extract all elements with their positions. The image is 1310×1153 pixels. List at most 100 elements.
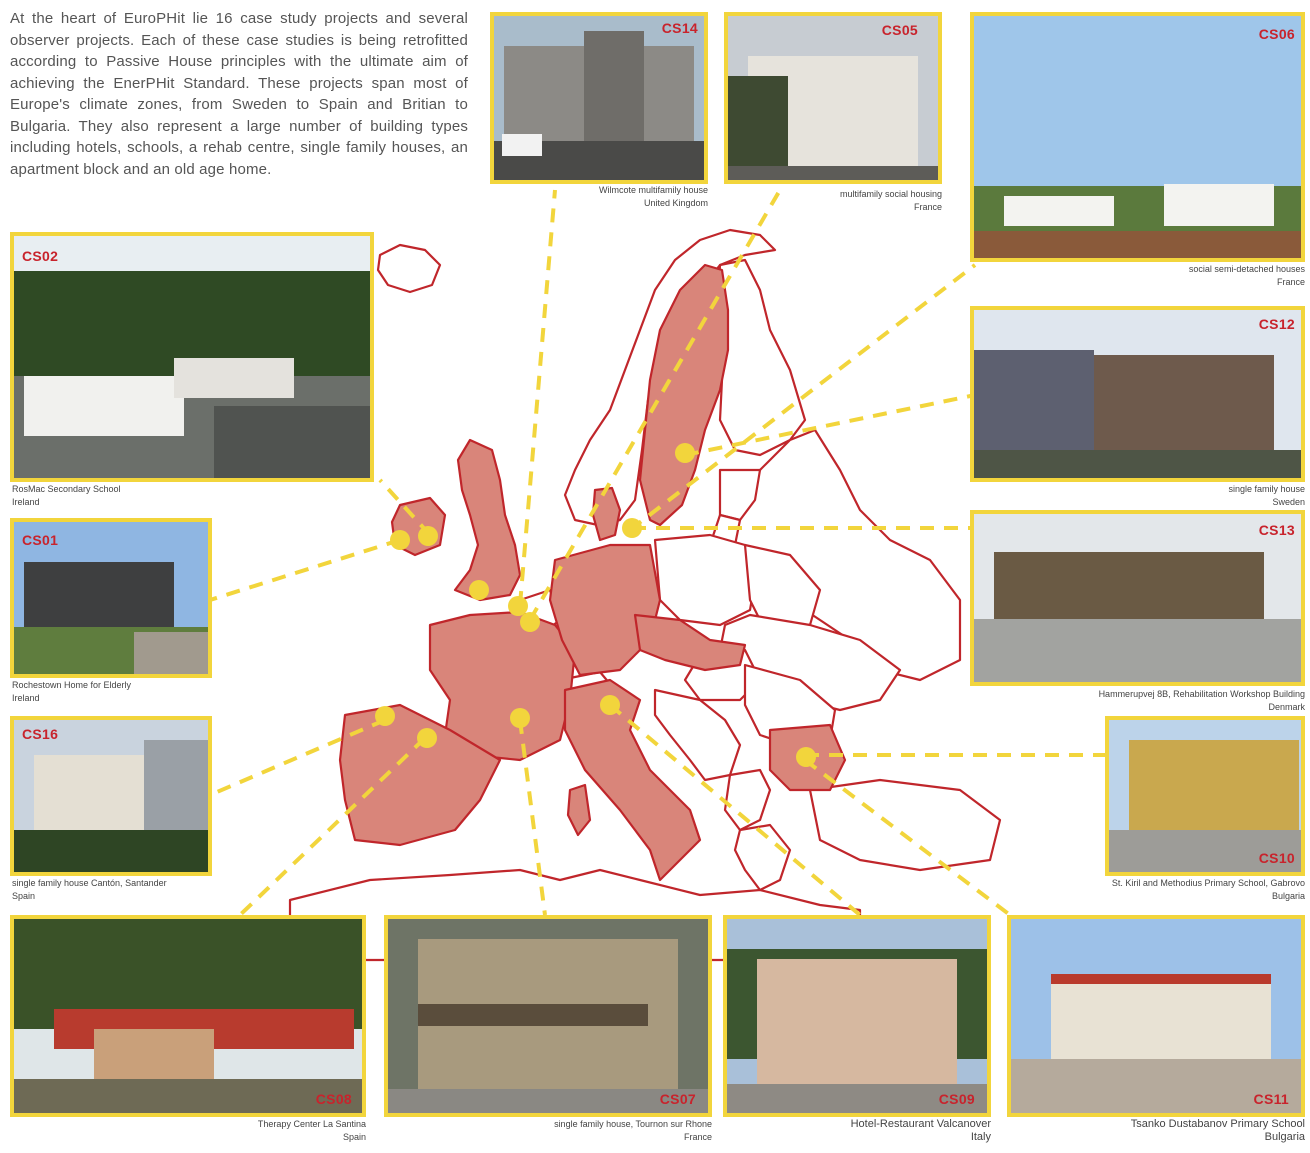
caption-cs05: multifamily social housing France xyxy=(724,188,942,214)
photo-cs01: CS01 xyxy=(10,518,212,678)
photo-cs06: CS06 xyxy=(970,12,1305,262)
caption-cs07: single family house, Tournon sur Rhone F… xyxy=(384,1118,712,1144)
caption-cs07-line2: France xyxy=(683,1132,712,1142)
marker-cs13 xyxy=(622,518,642,538)
code-cs07: CS07 xyxy=(659,1091,696,1107)
photo-cs08-image xyxy=(14,919,362,1113)
caption-cs07-line1: single family house, Tournon sur Rhone xyxy=(554,1119,712,1129)
code-cs02: CS02 xyxy=(22,248,59,264)
marker-cs08 xyxy=(417,728,437,748)
caption-cs01-line1: Rochestown Home for Elderly xyxy=(12,680,132,690)
caption-cs06-line2: France xyxy=(1276,277,1305,287)
photo-cs16-image xyxy=(14,720,208,872)
caption-cs13: Hammerupvej 8B, Rehabilitation Workshop … xyxy=(970,688,1305,714)
photo-cs06-image xyxy=(974,16,1301,258)
map-markers xyxy=(375,443,816,767)
code-cs13: CS13 xyxy=(1258,522,1295,538)
map-project-countries xyxy=(338,263,847,882)
photo-cs12: CS12 xyxy=(970,306,1305,482)
caption-cs06-line1: social semi-detached houses xyxy=(1188,264,1305,274)
code-cs11: CS11 xyxy=(1253,1091,1289,1107)
caption-cs11-line2: Bulgaria xyxy=(1264,1131,1305,1143)
caption-cs06: social semi-detached houses France xyxy=(970,263,1305,289)
marker-cs02 xyxy=(390,530,410,550)
country-uk xyxy=(453,438,522,602)
photo-cs07-image xyxy=(388,919,708,1113)
caption-cs11-line1: Tsanko Dustabanov Primary School xyxy=(1130,1118,1305,1130)
photo-cs07: CS07 xyxy=(384,915,712,1117)
caption-cs08-line2: Spain xyxy=(342,1132,366,1142)
country-germany xyxy=(548,543,662,677)
marker-cs10 xyxy=(796,747,816,767)
caption-cs12: single family house Sweden xyxy=(970,483,1305,509)
photo-cs11: CS11 xyxy=(1007,915,1305,1117)
photo-cs05-image xyxy=(728,16,938,180)
photo-cs01-image xyxy=(14,522,208,674)
caption-cs11: Tsanko Dustabanov Primary School Bulgari… xyxy=(1007,1118,1305,1144)
marker-cs06 xyxy=(520,612,540,632)
marker-cs16 xyxy=(375,706,395,726)
marker-cs14 xyxy=(469,580,489,600)
caption-cs13-line1: Hammerupvej 8B, Rehabilitation Workshop … xyxy=(1098,689,1305,699)
code-cs16: CS16 xyxy=(22,726,59,742)
caption-cs10-line1: St. Kiril and Methodius Primary School, … xyxy=(1111,878,1305,888)
code-cs08: CS08 xyxy=(315,1091,352,1107)
caption-cs02-line1: RosMac Secondary School xyxy=(12,484,121,494)
photo-cs02-image xyxy=(14,236,370,478)
caption-cs10: St. Kiril and Methodius Primary School, … xyxy=(1010,877,1305,903)
photo-cs10: CS10 xyxy=(1105,716,1305,876)
country-denmark xyxy=(591,486,622,542)
photo-cs10-image xyxy=(1109,720,1301,872)
caption-cs08: Therapy Center La Santina Spain xyxy=(10,1118,366,1144)
code-cs01: CS01 xyxy=(22,532,59,548)
photo-cs08: CS08 xyxy=(10,915,366,1117)
photo-cs05: CS05 xyxy=(724,12,942,184)
code-cs12: CS12 xyxy=(1258,316,1295,332)
caption-cs14-line2: United Kingdom xyxy=(643,198,708,208)
caption-cs08-line1: Therapy Center La Santina xyxy=(257,1119,366,1129)
caption-cs16: single family house Cantón, Santander Sp… xyxy=(12,877,222,903)
caption-cs09-line2: Italy xyxy=(970,1131,991,1143)
map-connector-lines xyxy=(209,188,1105,917)
code-cs14: CS14 xyxy=(661,20,698,36)
country-central xyxy=(633,613,747,672)
photo-cs13-image xyxy=(974,514,1301,682)
photo-cs12-image xyxy=(974,310,1301,478)
caption-cs10-line2: Bulgaria xyxy=(1271,891,1305,901)
caption-cs09: Hotel-Restaurant Valcanover Italy xyxy=(723,1118,991,1144)
country-italy xyxy=(563,678,702,882)
marker-cs09 xyxy=(600,695,620,715)
marker-cs01 xyxy=(418,526,438,546)
caption-cs12-line1: single family house xyxy=(1228,484,1305,494)
caption-cs16-line1: single family house Cantón, Santander xyxy=(12,878,167,888)
caption-cs01: Rochestown Home for Elderly Ireland xyxy=(12,679,214,705)
code-cs06: CS06 xyxy=(1258,26,1295,42)
photo-cs09: CS09 xyxy=(723,915,991,1117)
caption-cs13-line2: Denmark xyxy=(1268,702,1305,712)
photo-cs14: CS14 xyxy=(490,12,708,184)
caption-cs14: Wilmcote multifamily house United Kingdo… xyxy=(490,184,708,210)
intro-paragraph: At the heart of EuroPHit lie 16 case stu… xyxy=(10,10,468,178)
photo-cs02: CS02 xyxy=(10,232,374,482)
photo-cs14-image xyxy=(494,16,704,180)
marker-cs07 xyxy=(510,708,530,728)
caption-cs05-line2: France xyxy=(913,202,942,212)
photo-cs11-image xyxy=(1011,919,1301,1113)
country-spain xyxy=(338,703,502,847)
photo-cs16: CS16 xyxy=(10,716,212,876)
marker-cs12 xyxy=(675,443,695,463)
caption-cs14-line1: Wilmcote multifamily house xyxy=(598,185,708,195)
country-sardinia xyxy=(566,783,592,837)
caption-cs05-line1: multifamily social housing xyxy=(839,189,942,199)
caption-cs09-line1: Hotel-Restaurant Valcanover xyxy=(850,1118,991,1130)
photo-cs09-image xyxy=(727,919,987,1113)
marker-cs05 xyxy=(508,596,528,616)
caption-cs02-line2: Ireland xyxy=(12,497,40,507)
caption-cs02: RosMac Secondary School Ireland xyxy=(12,483,376,509)
photo-cs13: CS13 xyxy=(970,510,1305,686)
caption-cs01-line2: Ireland xyxy=(12,693,40,703)
caption-cs12-line2: Sweden xyxy=(1272,497,1305,507)
code-cs10: CS10 xyxy=(1258,850,1295,866)
code-cs05: CS05 xyxy=(881,22,918,38)
caption-cs16-line2: Spain xyxy=(12,891,36,901)
